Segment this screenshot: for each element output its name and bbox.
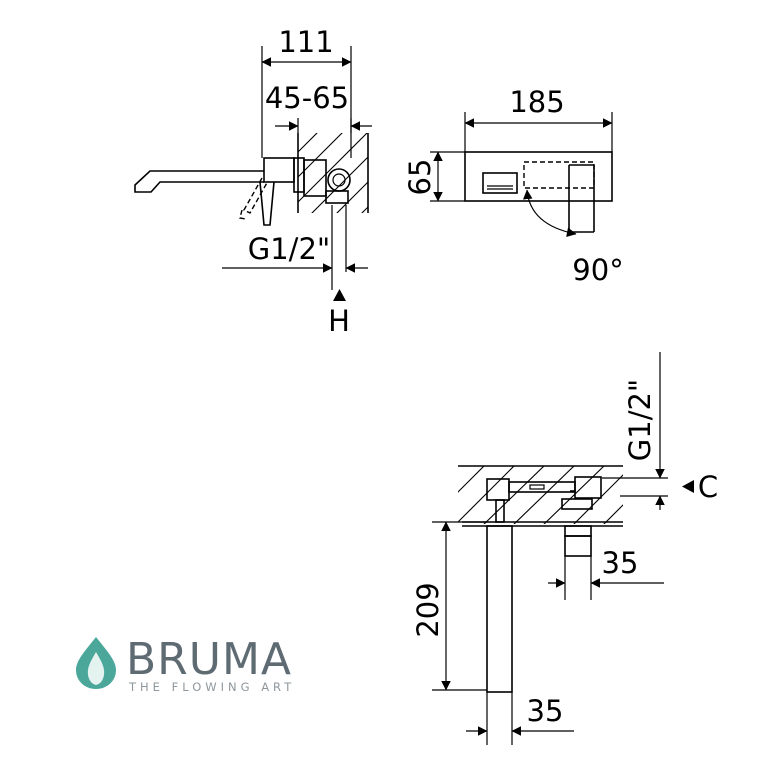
rotation-arc [523,189,577,237]
mark-c: C [698,470,718,504]
mark-h: H [328,304,350,338]
handle-body [263,157,295,183]
spout-outlet [482,172,518,194]
dim-45-65: 45-65 [265,81,349,115]
dim-185: 185 [509,85,564,119]
c-arrow [682,480,694,493]
dim-spout-35: 35 [527,694,564,728]
dim-thread-side: G1/2" [623,379,657,461]
front-view: 90° 185 65 [403,85,624,287]
brand-name: BRUMA [126,634,292,685]
dim-rotation: 90° [572,253,623,287]
dim-65: 65 [403,159,437,196]
lever [259,181,275,226]
dim-111: 111 [278,25,333,59]
side-view: 111 45-65 G1/2" H [134,25,372,338]
wall-hatch-bottom [458,466,623,524]
bruma-logo: BRUMA THE FLOWING ART [76,634,295,694]
spout-side [134,170,264,193]
handle-top [564,535,592,557]
spout-top [486,525,513,693]
top-view: G1/2" C 35 209 35 [411,352,718,745]
dim-handle-35: 35 [602,546,639,580]
h-arrow [333,289,346,301]
cartridge-port [327,168,351,192]
cartridge [303,159,327,197]
handle-rotated [523,161,595,189]
dim-thread-top: G1/2" [248,232,330,266]
brand-tagline: THE FLOWING ART [128,680,295,694]
dim-209: 209 [411,582,445,637]
